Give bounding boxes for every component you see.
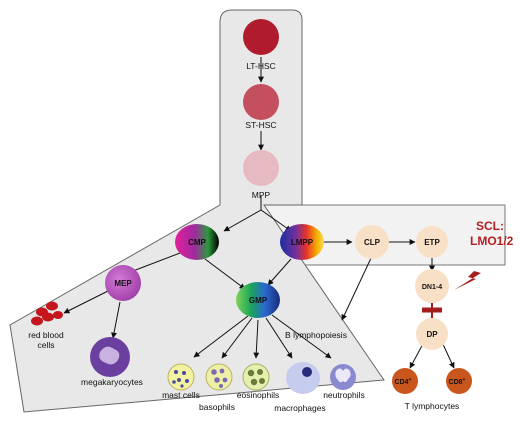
dn-cell xyxy=(415,269,449,303)
eosinophil-granules-icon xyxy=(247,369,265,386)
lt-hsc-label: LT-HSC xyxy=(246,61,276,71)
myeloid-region xyxy=(9,9,385,413)
scl-label-line2: LMO1/2 xyxy=(470,234,514,248)
eosinophils-label: eosinophils xyxy=(237,390,280,400)
clp-label: CLP xyxy=(364,238,381,247)
gmp-label: GMP xyxy=(249,296,268,305)
clp-cell xyxy=(355,225,389,259)
etp-cell xyxy=(416,226,448,258)
cd8-superscript: + xyxy=(463,377,466,383)
neutrophil-nucleus-icon xyxy=(335,368,351,383)
b-lymphopoiesis-label: B lymphopoiesis xyxy=(285,330,347,340)
eosinophil-icon xyxy=(242,363,270,391)
t-lymphocytes-label: T lymphocytes xyxy=(405,401,460,411)
dp-label: DP xyxy=(426,330,438,339)
cd8-label: CD8+ xyxy=(449,377,466,386)
lmpp-cell xyxy=(280,224,324,260)
cd4-superscript: + xyxy=(409,377,412,383)
megakaryocyte-nucleus-icon xyxy=(99,346,120,365)
cd4-cell xyxy=(392,368,418,394)
cd4-label: CD4+ xyxy=(395,377,412,386)
st-hsc-label: ST-HSC xyxy=(245,120,276,130)
basophil-icon xyxy=(205,363,233,391)
lmpp-label: LMPP xyxy=(291,238,314,247)
mast-cell-granules-icon xyxy=(172,370,189,388)
dp-cell xyxy=(416,318,448,350)
cmp-label: CMP xyxy=(188,238,206,247)
gmp-cell xyxy=(236,282,280,318)
st-hsc-cell xyxy=(243,84,279,120)
mpp-cell xyxy=(243,150,279,186)
macrophage-icon xyxy=(286,362,320,394)
macrophages-label: macrophages xyxy=(274,403,326,413)
rbc-label-line2: cells xyxy=(37,340,54,350)
cmp-cell xyxy=(175,224,219,260)
lt-hsc-cell xyxy=(243,19,279,55)
macrophage-nucleus-icon xyxy=(302,367,312,377)
mep-cell xyxy=(105,265,141,301)
scl-label-line1: SCL: xyxy=(476,219,504,233)
etp-label: ETP xyxy=(424,238,440,247)
neutrophils-label: neutrophils xyxy=(323,390,365,400)
red-blood-cells-icon xyxy=(31,301,63,326)
megakaryocytes-label: megakaryocytes xyxy=(81,377,143,387)
cd8-cell xyxy=(446,368,472,394)
rbc-label-line1: red blood xyxy=(28,330,64,340)
mast-cells-label: mast cells xyxy=(162,390,200,400)
basophils-label: basophils xyxy=(199,402,235,412)
mep-label: MEP xyxy=(114,279,132,288)
mpp-label: MPP xyxy=(252,190,271,200)
dn-label: DN1-4 xyxy=(422,284,442,291)
basophil-granules-icon xyxy=(211,368,228,388)
